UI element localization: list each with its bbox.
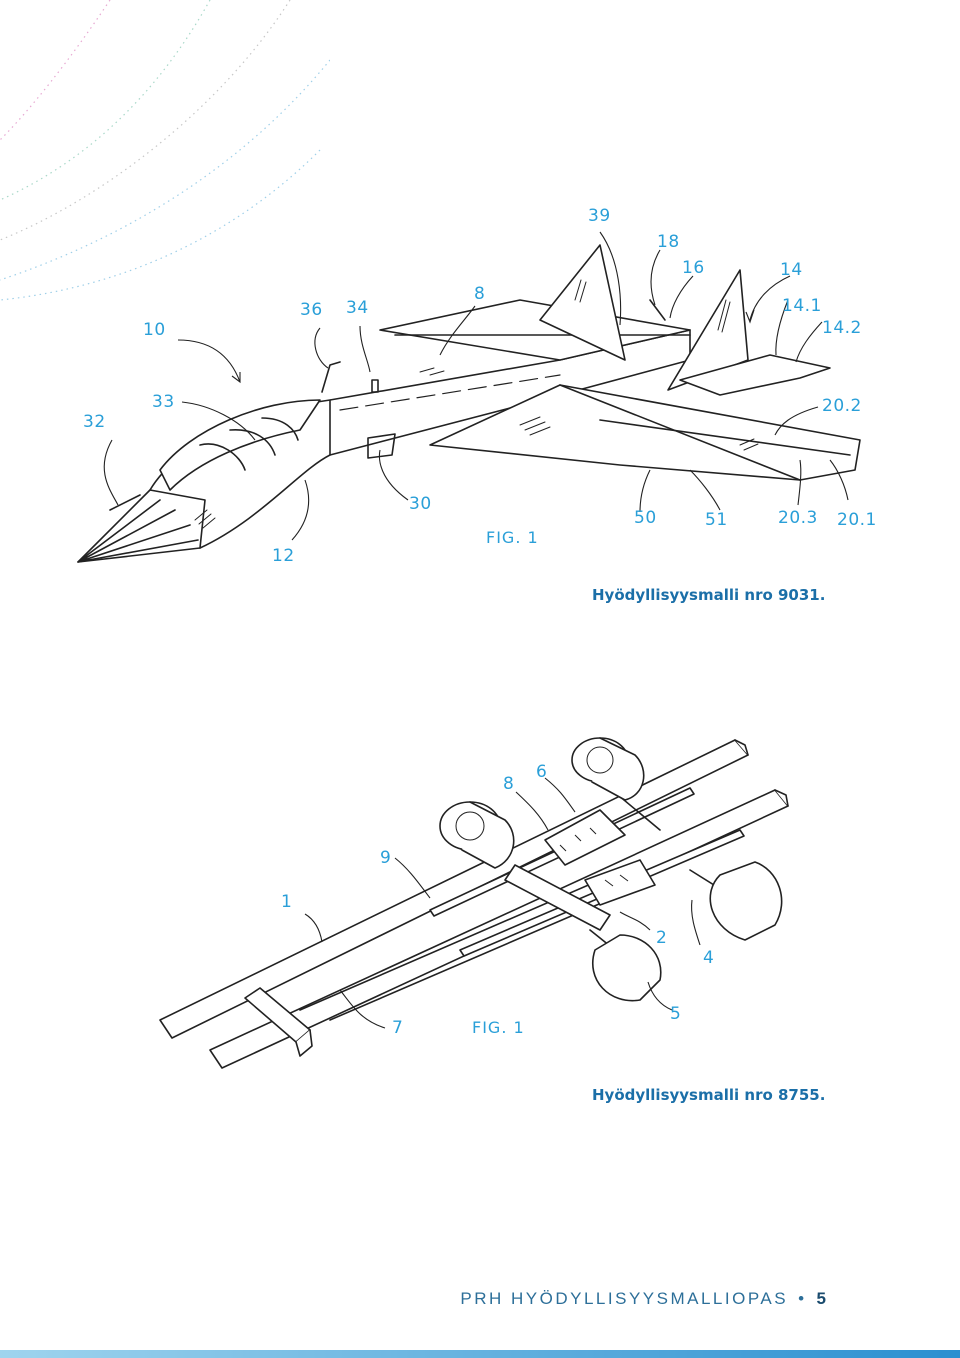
figure1-caption: Hyödyllisyysmalli nro 9031. [592,586,826,604]
ref-label-33: 33 [152,392,175,412]
ref-label-51: 51 [705,510,728,530]
ref-label-20-2: 20.2 [822,396,862,416]
ref-label-4: 4 [703,948,715,968]
figure1-fig-label: FIG. 1 [486,528,539,547]
ref-label-30: 30 [409,494,432,514]
airplane-drawing [77,231,861,563]
device-drawing [159,737,789,1069]
ref-label-18: 18 [657,232,680,252]
footer-separator: • [798,1289,807,1308]
ref-label-14-2: 14.2 [822,318,862,338]
ref-label-8b: 8 [503,774,515,794]
ref-label-32: 32 [83,412,106,432]
ref-label-10: 10 [143,320,166,340]
ref-label-12: 12 [272,546,295,566]
ref-label-16: 16 [682,258,705,278]
ref-label-6: 6 [536,762,548,782]
figure2-fig-label: FIG. 1 [472,1018,525,1037]
ref-label-5: 5 [670,1004,682,1024]
figure2-caption: Hyödyllisyysmalli nro 8755. [592,1086,826,1104]
ref-label-7: 7 [392,1018,404,1038]
page-number: 5 [816,1289,826,1308]
ref-label-14: 14 [780,260,803,280]
bottom-color-bar [0,1350,960,1358]
ref-label-1: 1 [281,892,293,912]
decorative-swirl [0,0,330,301]
ref-label-9: 9 [380,848,392,868]
ref-label-36: 36 [300,300,323,320]
page-footer: PRH HYÖDYLLISYYSMALLIOPAS • 5 [460,1289,826,1309]
ref-label-20-3: 20.3 [778,508,818,528]
ref-label-39: 39 [588,206,611,226]
ref-label-2: 2 [656,928,668,948]
ref-label-34: 34 [346,298,369,318]
ref-label-14-1: 14.1 [782,296,822,316]
ref-label-50: 50 [634,508,657,528]
footer-title: PRH HYÖDYLLISYYSMALLIOPAS [460,1289,789,1308]
ref-label-20-1: 20.1 [837,510,877,530]
ref-label-8: 8 [474,284,486,304]
